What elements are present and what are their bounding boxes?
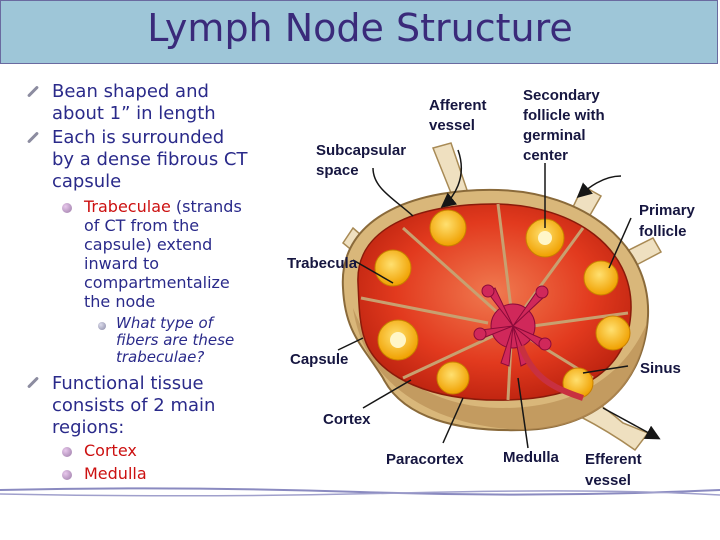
label-secondary-4: center [523, 147, 568, 164]
label-medulla: Medulla [503, 449, 559, 466]
label-pointers [337, 149, 661, 449]
label-efferent-1: Efferent [585, 451, 642, 468]
bullet-marker-icon [26, 376, 40, 389]
label-sinus: Sinus [640, 360, 681, 377]
label-secondary-1: Secondary [523, 87, 600, 104]
bullet-3-line-3: regions: [52, 417, 125, 438]
label-afferent-2: vessel [429, 117, 475, 134]
bullet-1-line-2: about 1” in length [52, 103, 216, 124]
sub-sub-bullet-marker-icon [98, 322, 106, 330]
bullet-3-line-2: consists of 2 main [52, 395, 216, 416]
bullet-marker-icon [26, 85, 40, 98]
sub-bullet-marker-icon [62, 447, 72, 457]
sub-bullet-1-line-6: the node [84, 292, 156, 311]
medulla-shape [473, 284, 552, 367]
label-primary-2: follicle [639, 223, 687, 240]
bullet-1-line-1: Bean shaped and [52, 81, 209, 102]
sub-bullet-1-line-3: capsule) extend [84, 235, 213, 254]
label-efferent-2: vessel [585, 472, 631, 489]
label-subcapsular-1: Subcapsular [316, 142, 406, 159]
label-capsule: Capsule [290, 351, 348, 368]
sub-sub-bullet-line-3: trabeculae? [116, 348, 205, 366]
label-paracortex: Paracortex [386, 451, 464, 468]
label-subcapsular-2: space [316, 162, 359, 179]
sub-bullet-1-line-4: inward to [84, 254, 160, 273]
trabeculae-term: Trabeculae [84, 197, 171, 216]
sub-bullet-marker-icon [62, 470, 72, 480]
sub-bullet-1-line-2: of CT from the [84, 216, 200, 235]
sub-bullet-1-line-1: Trabeculae (strands [84, 197, 242, 216]
sub-bullet-1-line-5: compartmentalize [84, 273, 230, 292]
bullet-2-line-3: capsule [52, 171, 122, 192]
label-primary-1: Primary [639, 202, 696, 219]
label-trabecula: Trabecula [287, 255, 358, 272]
bullet-marker-icon [26, 131, 40, 144]
follicles [374, 209, 631, 399]
sub-sub-bullet-line-2: fibers are these [116, 331, 235, 349]
bullet-2-line-2: by a dense fibrous CT [52, 149, 248, 170]
sub-bullet-medulla: Medulla [84, 464, 147, 483]
sub-bullet-marker-icon [62, 203, 72, 213]
decorative-scribble-line [0, 487, 720, 497]
bullet-3-line-1: Functional tissue [52, 373, 204, 394]
sub-bullet-cortex: Cortex [84, 441, 137, 460]
sub-sub-bullet-line-1: What type of [116, 314, 213, 332]
label-secondary-2: follicle with [523, 107, 605, 124]
title-bar [0, 0, 718, 64]
slide-title: Lymph Node Structure [147, 6, 573, 50]
trabeculae-first-rest: (strands [170, 197, 242, 216]
bullet-2-line-1: Each is surrounded [52, 127, 225, 148]
label-secondary-3: germinal [523, 127, 586, 144]
lymph-node-diagram: Afferent vessel Secondary follicle with … [287, 87, 696, 489]
label-cortex: Cortex [323, 411, 371, 428]
label-afferent-1: Afferent [429, 97, 487, 114]
